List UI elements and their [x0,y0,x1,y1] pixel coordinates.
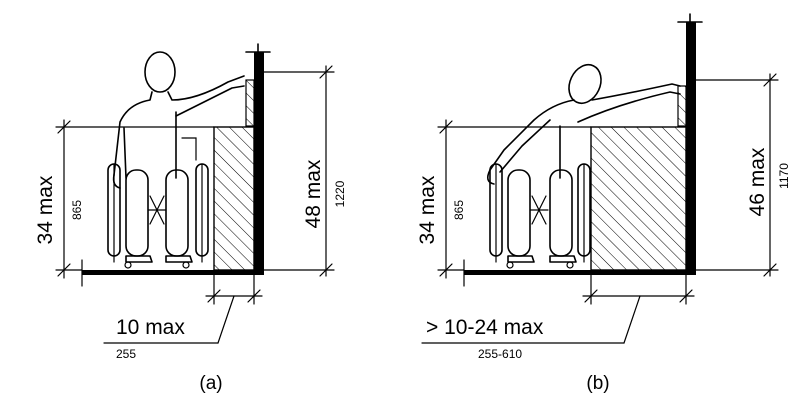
head-a [144,51,176,93]
leg-left-b [507,169,531,257]
chair-back-a [181,137,197,161]
wall-b [686,22,696,275]
reaching-arm-bottom-a [175,85,245,117]
torso-left-a [123,127,127,179]
label-34-max-b: 34 max [416,175,439,244]
tick-bottom-right-b [763,263,777,277]
chair-frame-a [147,195,167,225]
dim-depth-b: > 10-24 max 255-610 [421,274,695,361]
wheelchair-user-b [486,63,681,269]
tick-bottom-left-b [439,263,453,277]
label-865-b: 865 [452,200,466,220]
reaching-arm-top-b [591,83,681,101]
tick-top-right-a [319,65,333,79]
leg-left-a [125,169,149,257]
figure-a: 34 max 865 48 max 1220 10 max 255 (a) [34,43,347,394]
chair-frame-b [529,195,549,225]
left-arm-bottom-b [499,119,551,173]
left-arm-top-b [489,99,575,171]
dim-right-b: 46 max 1170 [695,73,791,277]
wall-a [254,52,264,275]
label-865-a: 865 [70,200,84,220]
caption-b: (b) [586,373,609,394]
label-255-a: 255 [116,347,136,361]
label-48-max-a: 48 max [302,159,325,228]
figure-b: 34 max 865 46 max 1170 > 10-24 max 255-6… [416,13,791,394]
leader-depth-a [217,295,235,344]
caster-right-b [566,261,574,269]
tick-top-left-b [439,120,453,134]
label-10-24-max-b: > 10-24 max [426,316,544,339]
floor-b [464,270,696,275]
dim-right-a: 48 max 1220 [263,65,347,277]
tick-top-left-a [57,120,71,134]
foot-left-b [507,255,535,263]
leg-right-a [165,169,189,257]
label-10-max-a: 10 max [116,316,185,339]
label-1170-b: 1170 [777,163,791,189]
foot-right-a [165,255,193,263]
wheelchair-user-a [107,51,245,269]
leg-right-b [549,169,573,257]
tick-top-right-b [763,73,777,87]
tick-depth-right-a [247,289,261,303]
label-46-max-b: 46 max [746,147,769,216]
tick-depth-left-b [584,289,598,303]
caster-left-a [124,261,132,269]
caster-right-a [182,261,190,269]
tick-bottom-left-a [57,263,71,277]
floor-a [82,270,264,275]
hand-b [486,169,495,185]
head-b [568,63,602,105]
dim-depth-a: 10 max 255 [103,269,263,361]
tick-depth-right-b [679,289,693,303]
foot-left-a [125,255,153,263]
obstruction-a [213,126,255,271]
label-34-max-a: 34 max [34,175,57,244]
tick-bottom-right-a [319,263,333,277]
reach-target-b [677,85,687,127]
dim-left-a: 34 max 865 [34,119,215,279]
reaching-arm-top-a [167,75,245,101]
leader-depth-b [623,295,641,344]
reach-target-a [245,79,255,127]
left-shoulder-a [113,91,153,176]
label-1220-a: 1220 [333,180,347,207]
caption-a: (a) [199,373,222,394]
obstruction-b [590,126,687,271]
caster-left-b [506,261,514,269]
label-255-610-b: 255-610 [478,347,522,361]
foot-right-b [549,255,577,263]
dim-left-b: 34 max 865 [416,119,592,279]
reaching-arm-bottom-b [577,91,681,123]
tick-depth-left-a [207,289,221,303]
